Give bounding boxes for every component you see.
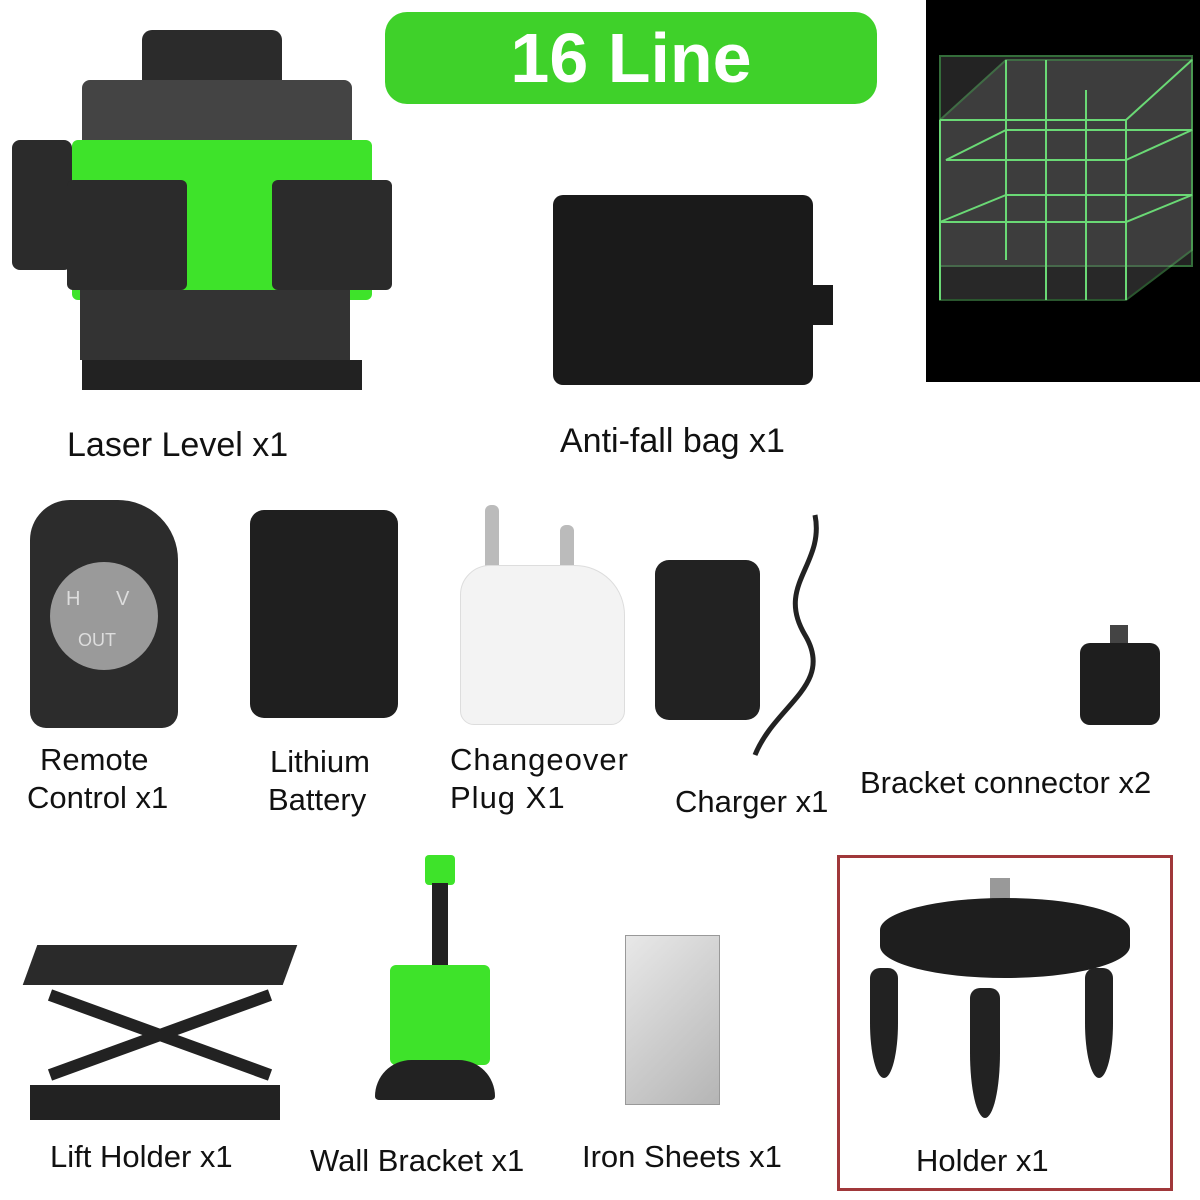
anti-fall-bag-image — [553, 195, 813, 385]
laser-level-image — [12, 30, 402, 395]
label-battery-1: Lithium — [270, 744, 370, 779]
bracket-connector-image — [1080, 625, 1160, 725]
label-iron-sheets: Iron Sheets x1 — [582, 1139, 782, 1174]
remote-button-v: V — [116, 588, 130, 610]
label-remote-1: Remote — [40, 742, 149, 777]
label-remote-2: Control x1 — [27, 780, 169, 815]
wall-bracket-image — [370, 855, 510, 1100]
title-badge: 16 Line — [385, 12, 877, 104]
iron-sheet-image — [625, 935, 720, 1105]
remote-button-out: OUT — [78, 630, 116, 650]
remote-control-image: H V OUT — [30, 500, 178, 728]
label-lift-holder: Lift Holder x1 — [50, 1139, 233, 1174]
holder-image — [860, 878, 1150, 1118]
remote-button-h: H — [66, 588, 81, 610]
lift-holder-image — [10, 945, 298, 1120]
bag-strap — [805, 285, 833, 325]
label-holder: Holder x1 — [916, 1143, 1049, 1178]
holder-highlight-box: Holder x1 — [837, 855, 1173, 1191]
label-wall-bracket: Wall Bracket x1 — [310, 1143, 525, 1178]
label-laser-level: Laser Level x1 — [67, 426, 289, 464]
label-anti-fall-bag: Anti-fall bag x1 — [560, 422, 785, 460]
label-plug-1: Changeover — [450, 742, 629, 777]
label-battery-2: Battery — [268, 782, 367, 817]
changeover-plug-image — [460, 505, 630, 725]
label-plug-2: Plug X1 — [450, 780, 566, 815]
label-charger: Charger x1 — [675, 784, 829, 819]
label-bracket-connector: Bracket connector x2 — [860, 765, 1152, 800]
lithium-battery-image — [250, 510, 398, 718]
charger-image — [655, 505, 860, 765]
laser-cube-illustration — [926, 0, 1200, 382]
